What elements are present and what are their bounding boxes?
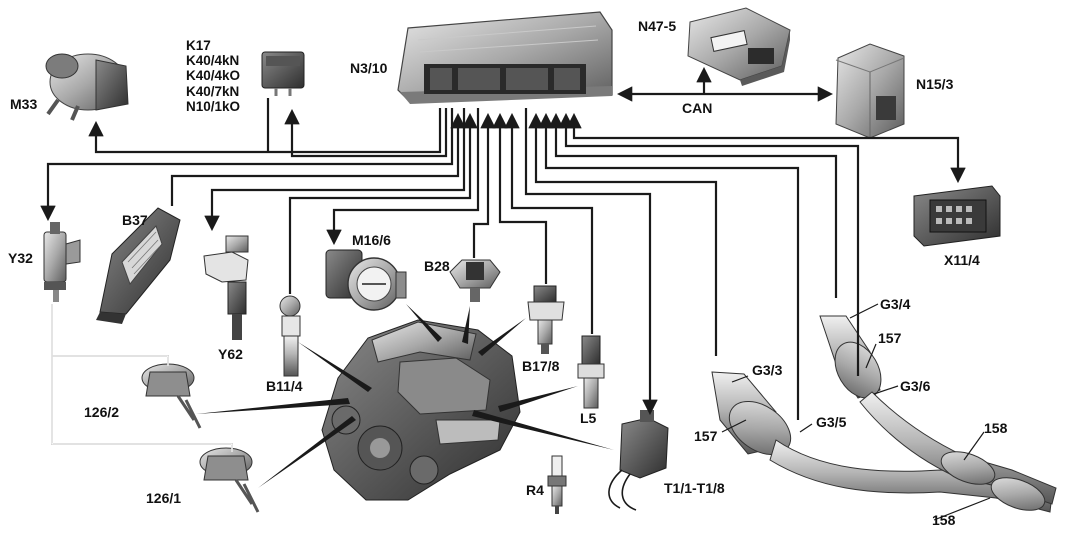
label-158-lower: 158 [932, 512, 956, 528]
label-g3-3: G3/3 [752, 362, 783, 378]
label-r4: R4 [526, 482, 544, 498]
valve-126-1-image [199, 447, 260, 513]
label-l5: L5 [580, 410, 597, 426]
exhaust-system-image [711, 315, 1057, 513]
label-k17-line: K40/7kN [186, 83, 240, 99]
sensor-b11-4-image [279, 295, 301, 377]
label-b28: B28 [424, 258, 450, 274]
label-n47-5: N47-5 [638, 18, 677, 34]
pump-m33-image [45, 53, 129, 121]
module-n15-3-image [835, 43, 905, 139]
label-k17-line: K40/4kO [186, 68, 241, 84]
label-g3-6: G3/6 [900, 378, 931, 394]
label-b11-4: B11/4 [266, 378, 303, 394]
engine-image [321, 319, 521, 501]
label-m16-6: M16/6 [352, 232, 391, 248]
label-g3-5: G3/5 [816, 414, 847, 430]
label-g3-4: G3/4 [880, 296, 911, 312]
label-x11-4: X11/4 [944, 252, 980, 268]
coil-t1-image [608, 410, 669, 511]
spark-plug-r4-image [547, 455, 567, 514]
label-y62: Y62 [218, 346, 243, 362]
label-126-1: 126/1 [146, 490, 182, 506]
label-n3-10: N3/10 [350, 60, 388, 76]
module-n47-5-image [687, 7, 791, 86]
label-k17-line: N10/1kO [186, 98, 241, 114]
throttle-m16-6-image [325, 249, 407, 311]
sensor-l5-image [577, 335, 605, 409]
label-k17-group: K17 K40/4kN K40/4kO K40/7kN N10/1kO [186, 38, 240, 114]
label-158-upper: 158 [984, 420, 1008, 436]
sensor-b28-image [449, 259, 501, 302]
valve-y32-image [43, 222, 81, 302]
label-can: CAN [682, 100, 713, 116]
sensor-b17-8-image [527, 285, 565, 354]
label-k17-line: K17 [186, 38, 211, 53]
label-m33: M33 [10, 96, 38, 112]
ecu-n3-10-image [397, 11, 613, 104]
injector-y62-image [203, 235, 249, 340]
pointer-lines [196, 304, 614, 488]
label-b37: B37 [122, 212, 148, 228]
label-n15-3: N15/3 [916, 76, 954, 92]
label-157-left: 157 [694, 428, 718, 444]
connector-x11-4-image [913, 185, 1001, 247]
leader-lines [721, 303, 991, 521]
label-b17-8: B17/8 [522, 358, 560, 374]
relay-k17-image [261, 51, 305, 96]
label-y32: Y32 [8, 250, 33, 266]
pedal-b37-image [96, 207, 181, 324]
label-126-2: 126/2 [84, 404, 120, 420]
wiring-harness [40, 66, 966, 452]
valve-126-2-image [141, 363, 202, 429]
label-k17-line: K40/4kN [186, 53, 240, 69]
label-157-right: 157 [878, 330, 902, 346]
label-t1: T1/1-T1/8 [664, 480, 725, 496]
